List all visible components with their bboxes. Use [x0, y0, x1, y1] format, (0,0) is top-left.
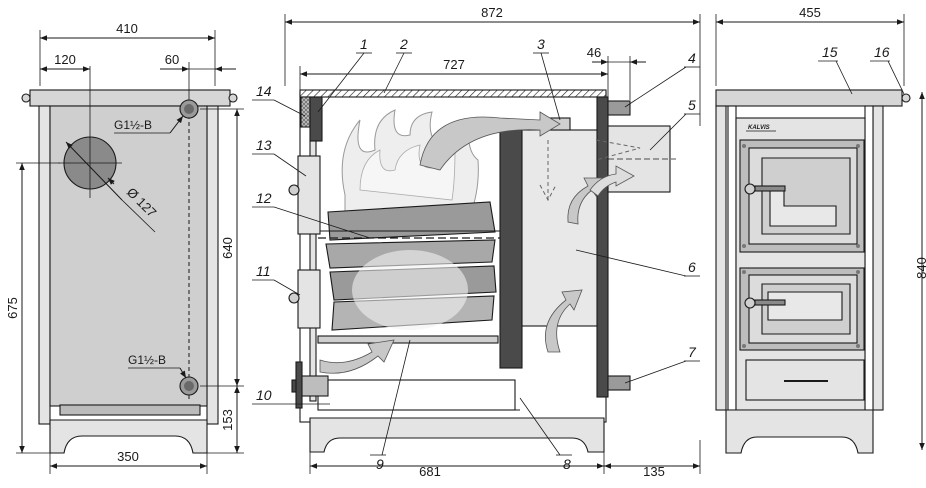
front-dim-height: 840	[914, 257, 926, 279]
section-callouts: 1 2 3 4 5 6 7 8 9 10 11 12 13	[252, 36, 700, 472]
rear-top-cover	[29, 89, 231, 107]
rear-dim-width-bottom: 350	[117, 449, 139, 464]
rear-dim-outlet-height: 640	[220, 237, 235, 259]
callout-10: 10	[256, 387, 272, 403]
section-ash-drawer	[317, 379, 516, 411]
section-lower-door	[297, 269, 321, 329]
rear-connection-bottom-label: G1½-B	[128, 353, 166, 367]
callout-8: 8	[563, 456, 571, 472]
section-dim-base-width: 681	[419, 464, 441, 479]
rear-connection-top-label: G1½-B	[114, 118, 152, 132]
section-base	[309, 417, 605, 453]
section-dim-inner-width: 727	[443, 57, 465, 72]
section-return-arrow	[544, 289, 583, 353]
callout-14: 14	[256, 83, 272, 99]
front-inner-right	[864, 105, 874, 411]
callout-7: 7	[688, 344, 697, 360]
front-view: KALVIS 455 840 15 16	[715, 5, 926, 454]
section-smoke-arrow-top	[419, 111, 561, 171]
front-post-left	[715, 105, 727, 411]
section-connector-bottom	[607, 375, 631, 391]
section-water-jacket	[521, 129, 601, 327]
rear-post-right	[206, 105, 219, 425]
callout-11: 11	[256, 263, 271, 279]
front-top-cover	[715, 89, 903, 107]
callout-6: 6	[688, 259, 696, 275]
section-firebox-wall	[309, 96, 323, 142]
rear-dim-inlet-height: 153	[220, 409, 235, 431]
front-inner-left	[727, 105, 737, 411]
section-insulation	[300, 96, 311, 128]
callout-1: 1	[360, 36, 368, 52]
front-upper-door-handle	[744, 183, 756, 195]
callout-3: 3	[537, 36, 545, 52]
section-connector-top	[607, 100, 631, 116]
callout-13: 13	[256, 137, 272, 153]
rear-dim-flue-height: 675	[5, 297, 20, 319]
section-top-plate	[299, 89, 607, 98]
section-dim-total-width: 872	[481, 5, 503, 20]
front-lower-door-handle	[744, 297, 756, 309]
rear-knob-left	[21, 93, 31, 103]
front-brand-logo: KALVIS	[748, 125, 770, 131]
rear-knob-right	[228, 93, 238, 103]
rear-base-stand	[49, 419, 208, 454]
section-view: 872 727 46 681 135 1 2 3 4 5 6	[252, 5, 701, 479]
callout-4: 4	[688, 50, 696, 66]
front-base	[725, 409, 874, 454]
section-outlet-arrow	[589, 165, 635, 197]
callout-15: 15	[822, 44, 838, 60]
rear-view: 410 120 60 640 153 675 350 Ø 127 G1	[5, 21, 244, 474]
callout-9: 9	[376, 456, 384, 472]
front-knob	[901, 93, 911, 103]
section-dim-outlet-offset: 46	[587, 45, 601, 60]
front-dim-width: 455	[799, 5, 821, 20]
rear-post-left	[38, 105, 51, 425]
callout-2: 2	[399, 36, 408, 52]
section-air-arrow	[319, 339, 395, 374]
rear-dim-pipe-offset: 60	[165, 52, 179, 67]
section-upper-door	[297, 155, 321, 235]
callout-16: 16	[874, 44, 890, 60]
callout-5: 5	[688, 97, 696, 113]
section-grate	[317, 335, 499, 344]
rear-bottom-strip	[59, 404, 201, 416]
front-post-right	[872, 105, 884, 411]
callout-12: 12	[256, 190, 272, 206]
section-dim-side-depth: 135	[643, 464, 665, 479]
rear-dim-flue-offset: 120	[54, 52, 76, 67]
rear-dim-width-top: 410	[116, 21, 138, 36]
section-baffle	[499, 129, 523, 369]
